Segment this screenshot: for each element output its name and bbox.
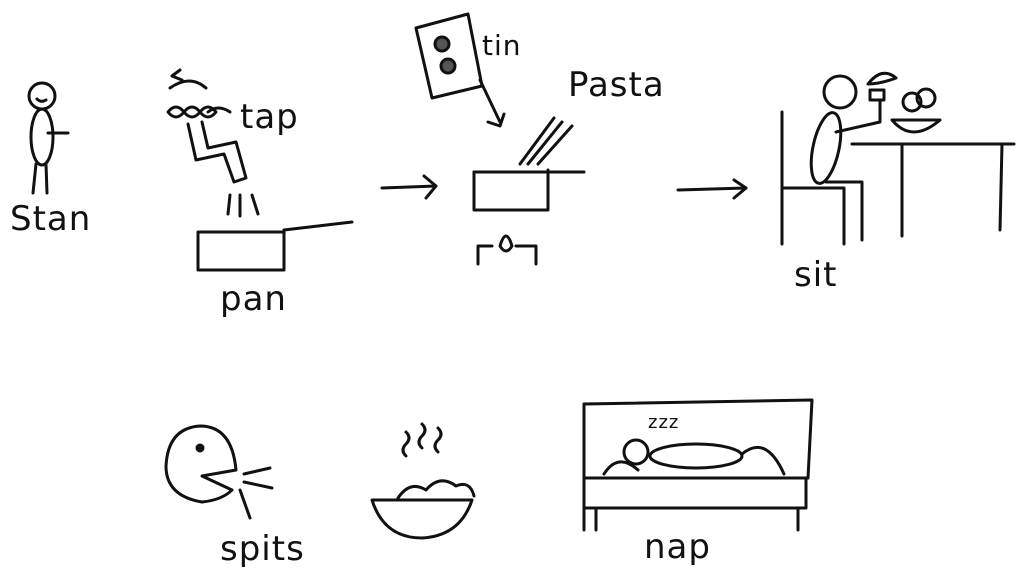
stan-figure	[29, 83, 68, 193]
sitting-person-drawing	[782, 73, 1014, 244]
label-tap: tap	[240, 100, 299, 134]
arrow-1	[382, 176, 436, 198]
label-spits: spits	[220, 532, 305, 566]
steaming-bowl-drawing	[372, 424, 474, 538]
bed-drawing	[584, 400, 812, 530]
spitting-face-drawing	[166, 426, 272, 518]
pot-drawing	[474, 118, 584, 264]
tap-drawing	[168, 70, 258, 216]
label-sit: sit	[794, 258, 838, 292]
label-nap: nap	[644, 530, 711, 564]
arrow-2	[678, 180, 746, 198]
label-stan: Stan	[10, 202, 91, 236]
pan-drawing	[198, 222, 352, 270]
label-pasta: Pasta	[568, 68, 665, 102]
label-pan: pan	[220, 282, 287, 316]
label-tin: tin	[482, 32, 522, 60]
label-snore: zzz	[648, 414, 679, 432]
